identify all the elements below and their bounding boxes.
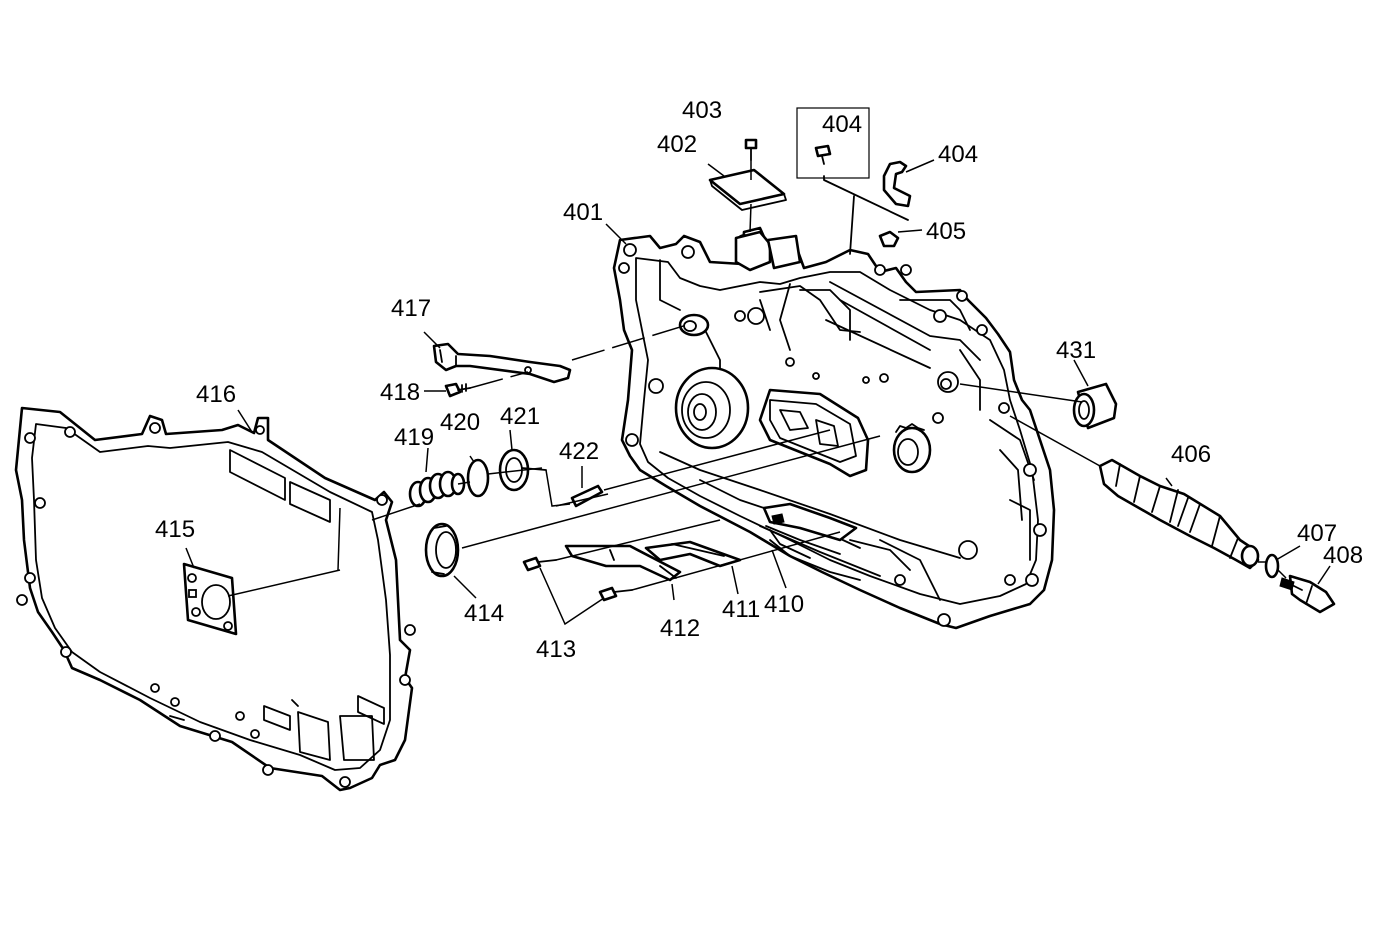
callout-404-detail: 404: [822, 111, 862, 138]
cover-plate-402: [708, 168, 787, 211]
callout-415: 415: [155, 516, 195, 543]
callout-402: 402: [657, 131, 697, 158]
callout-406: 406: [1171, 441, 1211, 468]
callout-403: 403: [682, 97, 722, 124]
bracket-417: [432, 342, 572, 384]
plate-412: [564, 544, 682, 582]
spring-419: [408, 470, 466, 508]
callout-422: 422: [559, 438, 599, 465]
retaining-ring-420: [466, 458, 490, 498]
callout-404-pipe: 404: [938, 141, 978, 168]
bolt-405: [878, 230, 900, 248]
assembly-lines: [227, 203, 1287, 597]
callout-421: 421: [500, 403, 540, 430]
callout-405: 405: [926, 218, 966, 245]
callout-414: 414: [464, 600, 504, 627]
callout-411: 411: [722, 596, 760, 623]
callout-431: 431: [1056, 337, 1096, 364]
callout-416: 416: [196, 381, 236, 408]
callout-408: 408: [1323, 542, 1363, 569]
sensor-408: [1279, 574, 1336, 614]
detail-box-404: [796, 107, 909, 255]
bolt-403: [744, 138, 758, 180]
o-ring-407: [1264, 553, 1280, 579]
callout-407: 407: [1297, 520, 1337, 547]
pipe-fitting-404: [882, 160, 912, 208]
callout-419: 419: [394, 424, 434, 451]
bushing-431: [1072, 382, 1118, 430]
callout-413: 413: [536, 636, 576, 663]
valve-body-410: [762, 502, 858, 559]
callout-418: 418: [380, 379, 420, 406]
seal-414: [424, 522, 460, 578]
shaft-406: [1098, 458, 1260, 570]
gasket-415: [182, 562, 238, 636]
callout-412: 412: [660, 615, 700, 642]
callout-420: 420: [440, 409, 480, 436]
callout-leaders: [185, 159, 1331, 626]
callout-401: 401: [563, 199, 603, 226]
callout-417: 417: [391, 295, 431, 322]
case-cover-401: [612, 226, 1056, 630]
callout-labels: 401 402 403 404 404 405 406 407 408 410 …: [155, 97, 1363, 663]
bolts-413: [522, 556, 633, 602]
callout-410: 410: [764, 591, 804, 618]
bolt-418: [444, 382, 471, 398]
